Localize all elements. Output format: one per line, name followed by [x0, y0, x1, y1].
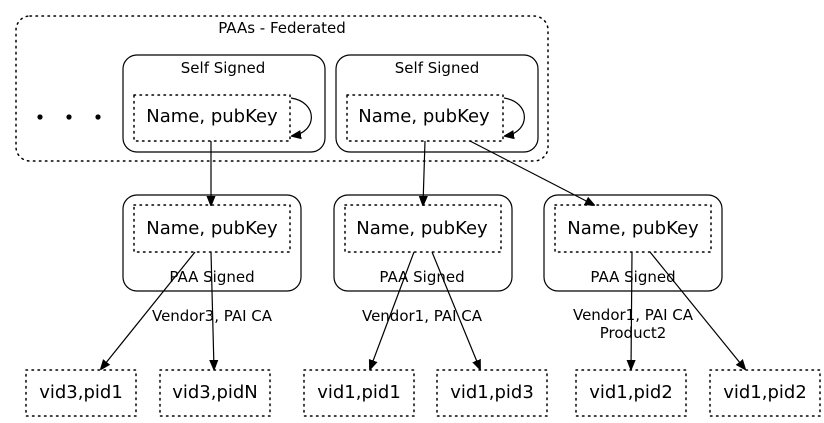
pai-key: Name, pubKey [567, 218, 699, 239]
dac-node: vid1,pid2 [709, 369, 821, 417]
pai-key: Name, pubKey [146, 218, 278, 239]
dac-label: vid1,pid1 [317, 382, 401, 403]
pai-node: Name, pubKey PAA Signed [543, 194, 723, 292]
dac-node: vid3,pidN [159, 369, 271, 417]
pai-signed-label: PAA Signed [590, 268, 675, 286]
pai-key: Name, pubKey [356, 218, 488, 239]
dac-node: vid1,pid3 [436, 369, 548, 417]
dac-label: vid3,pid1 [39, 382, 123, 403]
dac-label: vid1,pid2 [589, 382, 673, 403]
paa-federated-cluster: PAAs - Federated [15, 15, 549, 162]
dac-node: vid3,pid1 [25, 369, 137, 417]
edge-label-vendor1: Vendor1, PAI CA [573, 306, 694, 324]
pai-signed-label: PAA Signed [379, 268, 464, 286]
paa-key: Name, pubKey [358, 106, 490, 127]
pai-node: Name, pubKey PAA Signed [333, 194, 513, 292]
edge-pai3-to-dac6 [649, 251, 745, 369]
edge-paa2-to-pai2 [423, 140, 425, 205]
edge-pai1-to-dac1 [101, 251, 196, 369]
self-sign-loop-arrow [291, 97, 312, 136]
dac-node: vid1,pid2 [575, 369, 687, 417]
paa-title: Self Signed [181, 59, 265, 77]
dac-label: vid1,pid3 [450, 382, 534, 403]
edge-pai1-to-dac2 [211, 251, 214, 369]
edge-label-product: Product2 [600, 324, 667, 342]
paa-node: Self Signed Name, pubKey [335, 54, 539, 153]
edge-pai2-to-dac4 [431, 251, 480, 369]
dac-label: vid1,pid2 [723, 382, 807, 403]
cluster-label: PAAs - Federated [218, 19, 346, 37]
edge-pai2-to-dac3 [370, 251, 415, 369]
edge-label-vendor1: Vendor1, PAI CA [362, 307, 483, 325]
edge-paa2-to-pai3 [469, 140, 594, 205]
edge-pai3-to-dac5 [631, 251, 632, 369]
paa-node: Self Signed Name, pubKey [122, 54, 326, 153]
self-sign-loop-arrow [504, 97, 525, 136]
dac-node: vid1,pid1 [303, 369, 415, 417]
paa-key: Name, pubKey [146, 106, 278, 127]
dac-label: vid3,pidN [172, 382, 258, 403]
ellipsis-dots [37, 114, 101, 120]
paa-title: Self Signed [395, 59, 479, 77]
